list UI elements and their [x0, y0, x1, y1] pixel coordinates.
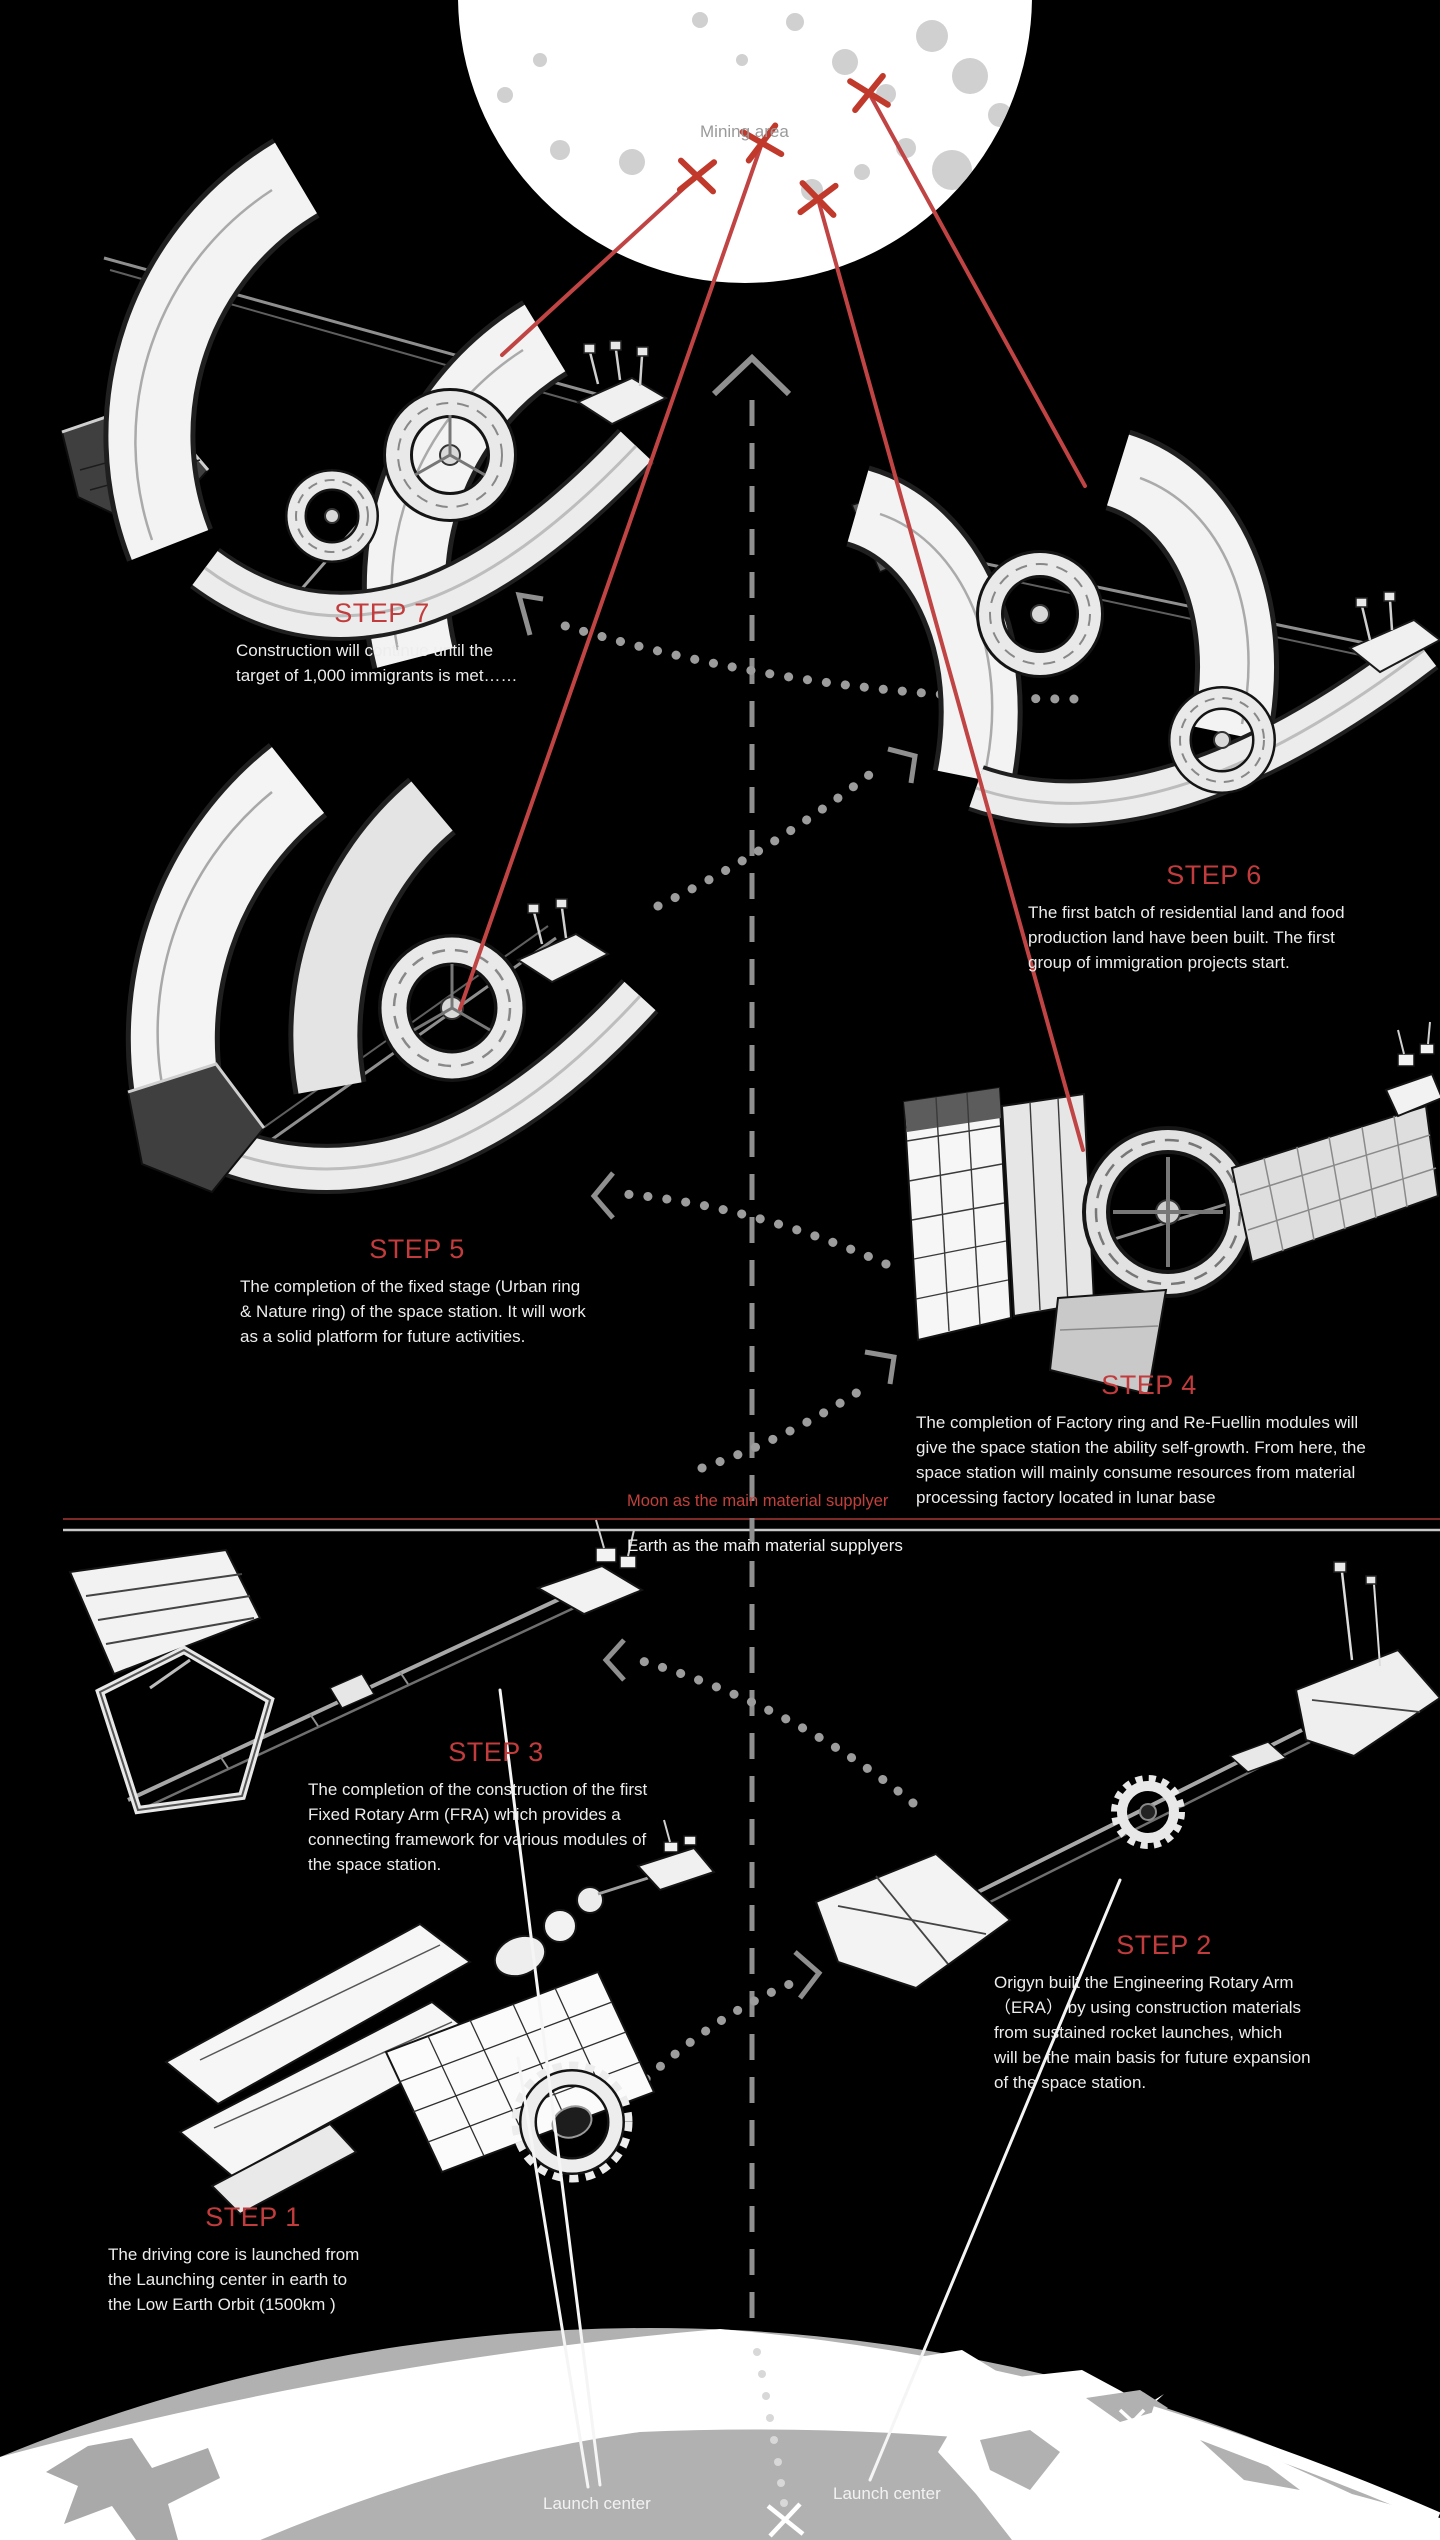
arc-step4-to-step5 — [620, 1189, 891, 1269]
launch-x-icon — [766, 2502, 805, 2538]
arrowhead-to-step4-icon — [864, 1349, 897, 1385]
step-description: The completion of the construction of th… — [308, 1780, 648, 1874]
arc-step1-to-step2 — [627, 1975, 805, 2097]
earth-landmass-right — [866, 2350, 1440, 2540]
earth-landmass-left — [46, 2438, 220, 2540]
mining-x-icons — [676, 72, 891, 218]
step-description: The completion of the fixed stage (Urban… — [240, 1277, 586, 1346]
rotary-wheel — [383, 388, 517, 522]
launch-center-right-label: Launch center — [833, 2484, 941, 2503]
flow-arrowheads — [515, 591, 918, 2000]
mining-area-label: Mining area — [700, 122, 789, 141]
arrowhead-to-step5-icon — [590, 1171, 615, 1220]
timeline-axis — [711, 353, 1148, 2538]
launch-trajectories — [498, 1688, 1122, 2489]
arc-step5-to-step6 — [653, 763, 883, 911]
mining-x-icon — [676, 157, 718, 195]
launch-center-left-label: Launch center — [543, 2494, 651, 2513]
mining-x-icon — [847, 72, 891, 114]
step-5-block: STEP 5 The completion of the fixed stage… — [240, 1234, 594, 1349]
step-description: The first batch of residential land and … — [1028, 903, 1345, 972]
step-title: STEP 1 — [205, 2202, 301, 2232]
mining-supply-lines — [458, 91, 1087, 1152]
station-step-6-illustration — [844, 429, 1440, 828]
rotary-hub — [378, 934, 526, 1082]
earth-illustration — [0, 2328, 1440, 2540]
station-step-7-illustration — [60, 138, 669, 669]
step-1-block: STEP 1 The driving core is launched from… — [108, 2202, 398, 2317]
station-step-3-illustration — [68, 1519, 645, 1815]
step-title: STEP 4 — [1101, 1370, 1197, 1400]
arrowhead-to-step7-icon — [515, 591, 544, 636]
mining-x-icon — [797, 180, 839, 218]
step-title: STEP 5 — [369, 1234, 465, 1264]
step-title: STEP 3 — [448, 1737, 544, 1767]
arrowhead-to-step3-icon — [602, 1638, 626, 1682]
step-2-block: STEP 2 Origyn built the Engineering Rota… — [994, 1930, 1334, 2095]
step-description: Origyn built the Engineering Rotary Arm … — [994, 1973, 1311, 2092]
earth-supplier-label: Earth as the main material supplyers — [627, 1536, 903, 1555]
factory-ring — [1082, 1126, 1254, 1298]
step-4-block: STEP 4 The completion of Factory ring an… — [916, 1370, 1382, 1510]
moon-supplier-label: Moon as the main material supplyer — [627, 1492, 889, 1510]
arrowhead-to-step6-icon — [887, 746, 918, 784]
launch-x-icon — [1118, 2408, 1148, 2437]
rotary-wheel — [976, 550, 1104, 678]
station-step-4-illustration — [902, 1021, 1440, 1396]
rotary-wheel — [285, 469, 379, 563]
up-arrow-icon — [711, 353, 792, 397]
trajectory-to-step1 — [516, 2056, 590, 2489]
small-gear-ring — [1111, 1775, 1185, 1849]
station-step-1-illustration — [164, 1819, 716, 2216]
trajectory-to-step3 — [498, 1688, 602, 2487]
rotary-wheel — [1168, 686, 1276, 794]
arc-step2-to-step3 — [623, 1652, 918, 1808]
step-6-block: STEP 6 The first batch of residential la… — [1028, 860, 1400, 975]
step-7-block: STEP 7 Construction will continue until … — [236, 598, 528, 688]
step-title: STEP 7 — [334, 598, 430, 628]
station-step-2-illustration — [814, 1561, 1440, 1990]
arc-step3-to-step4 — [697, 1379, 875, 1473]
step-title: STEP 6 — [1166, 860, 1262, 890]
step-description: The driving core is launched from the La… — [108, 2245, 360, 2314]
step-description: The completion of Factory ring and Re-Fu… — [916, 1413, 1366, 1507]
moon-illustration — [458, 0, 1032, 283]
drive-gear-ring — [511, 2061, 633, 2183]
arrowhead-to-step2-icon — [793, 1950, 823, 2000]
trajectory-to-step2 — [868, 1878, 1122, 2482]
mining-x-icon — [739, 122, 785, 164]
step-title: STEP 2 — [1116, 1930, 1212, 1960]
step-3-block: STEP 3 The completion of the constructio… — [308, 1737, 684, 1877]
step-description: Construction will continue until the tar… — [236, 641, 518, 685]
station-step-5-illustration — [125, 743, 659, 1194]
timeline-descent-dots — [753, 2348, 788, 2507]
